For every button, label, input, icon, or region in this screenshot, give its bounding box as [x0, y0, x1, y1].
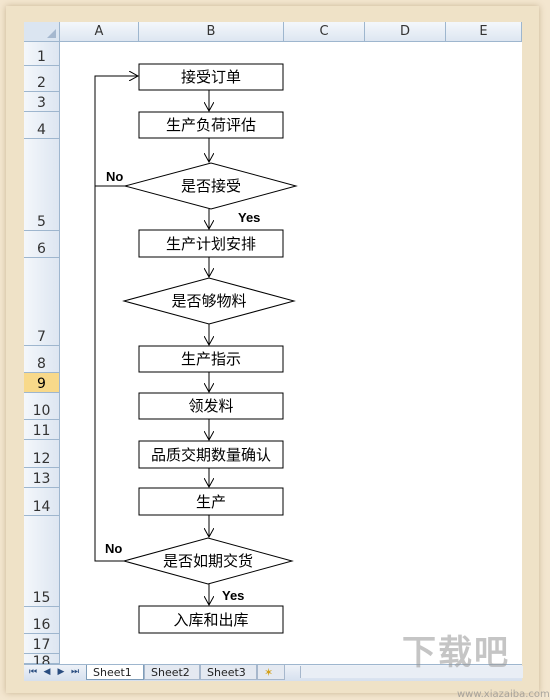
step-accept-order-label: 接受订单 — [181, 68, 241, 86]
label-no-2: No — [105, 541, 122, 556]
row-header-1[interactable]: 1 — [24, 42, 60, 66]
decision-accept-label: 是否接受 — [181, 177, 241, 195]
decision-ontime-label: 是否如期交货 — [163, 552, 253, 570]
row-header-16[interactable]: 16 — [24, 607, 60, 634]
step-produce-box[interactable] — [138, 487, 284, 516]
row-header-17[interactable]: 17 — [24, 634, 60, 654]
watermark-logo: 下载吧 www.xiazaiba.com — [402, 625, 550, 700]
next-sheet-icon[interactable]: ▶ — [57, 667, 65, 677]
row-header-8[interactable]: 8 — [24, 346, 60, 373]
row-header-11[interactable]: 11 — [24, 420, 60, 440]
insert-sheet-icon[interactable]: ✶ — [257, 665, 285, 680]
step-load-eval-box[interactable] — [138, 111, 284, 139]
column-header-a[interactable]: A — [60, 22, 139, 42]
tab-sheet2[interactable]: Sheet2 — [144, 665, 200, 680]
column-header-e[interactable]: E — [446, 22, 522, 42]
row-header-10[interactable]: 10 — [24, 393, 60, 420]
label-no-1: No — [106, 169, 123, 184]
step-produce-label: 生产 — [196, 493, 226, 511]
tab-sheet1[interactable]: Sheet1 — [86, 665, 144, 680]
step-in-out-stock-label: 入库和出库 — [173, 611, 248, 629]
row-header-5[interactable]: 5 — [24, 139, 60, 231]
loop-back-connector — [94, 76, 138, 562]
label-yes-2: Yes — [222, 588, 244, 603]
prev-sheet-icon[interactable]: ◀ — [43, 667, 51, 677]
step-get-material-box[interactable] — [138, 392, 284, 420]
watermark-text: 下载吧 — [402, 633, 510, 673]
step-plan-box[interactable] — [138, 229, 284, 258]
column-header-c[interactable]: C — [284, 22, 365, 42]
row-header-6[interactable]: 6 — [24, 231, 60, 258]
row-header-13[interactable]: 13 — [24, 468, 60, 488]
decision-ontime-diamond[interactable] — [122, 537, 294, 585]
first-sheet-icon[interactable]: ⏮ — [28, 667, 38, 677]
step-get-material-label: 领发料 — [188, 397, 233, 415]
row-header-3[interactable]: 3 — [24, 92, 60, 112]
tab-sheet3[interactable]: Sheet3 — [200, 665, 257, 680]
step-quality-confirm-box[interactable] — [138, 440, 284, 469]
step-quality-confirm-label: 品质交期数量确认 — [151, 446, 271, 464]
row-header-9[interactable]: 9 — [24, 373, 60, 393]
row-header-14[interactable]: 14 — [24, 488, 60, 516]
row-header-2[interactable]: 2 — [24, 66, 60, 92]
row-header-15[interactable]: 15 — [24, 516, 60, 607]
row-header-7[interactable]: 7 — [24, 258, 60, 346]
step-load-eval-label: 生产负荷评估 — [166, 116, 256, 134]
column-header-b[interactable]: B — [139, 22, 284, 42]
label-yes-1: Yes — [238, 210, 260, 225]
row-header-4[interactable]: 4 — [24, 112, 60, 139]
step-instruction-label: 生产指示 — [181, 350, 241, 368]
decision-accept-diamond[interactable] — [123, 162, 298, 210]
decision-material-diamond[interactable] — [122, 277, 296, 325]
step-instruction-box[interactable] — [138, 345, 284, 373]
decision-material-label: 是否够物料 — [171, 292, 246, 310]
step-in-out-stock-box[interactable] — [138, 605, 284, 634]
column-header-d[interactable]: D — [365, 22, 446, 42]
watermark-url: www.xiazaiba.com — [457, 689, 550, 700]
select-all-corner[interactable] — [24, 22, 60, 42]
horizontal-scrollbar[interactable] — [300, 666, 523, 678]
last-sheet-icon[interactable]: ⏭ — [70, 667, 80, 677]
step-plan-label: 生产计划安排 — [166, 235, 256, 253]
step-accept-order-box[interactable] — [138, 63, 284, 91]
row-header-12[interactable]: 12 — [24, 440, 60, 468]
